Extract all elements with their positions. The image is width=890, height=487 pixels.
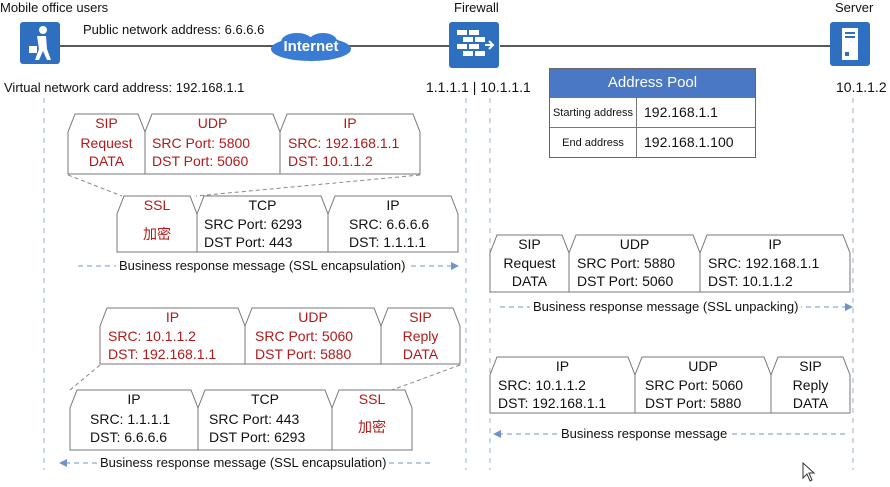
p6-udp-line2: DST Port: 5880 [645,395,742,411]
server-label: Server [835,0,874,15]
p1-sip-line2: DATA [88,153,125,169]
address-pool-title: Address Pool [550,69,755,97]
p3-ip-line1: SRC: 192.168.1.1 [708,255,820,271]
p6-ip-header: IP [555,358,570,374]
p2-ip-line1: SRC: 6.6.6.6 [349,216,430,232]
p3-sip-line2: DATA [511,273,548,289]
p5-tcp-line1: SRC Port: 443 [209,411,300,427]
p1-udp-header: UDP [197,115,228,131]
p5-ssl-body: 加密 [358,419,386,435]
internet-label: Internet [283,38,339,55]
p2-tcp-line1: SRC Port: 6293 [204,216,303,232]
server-address-label: 10.1.1.2 [836,79,887,95]
zoom-line [69,364,101,391]
p6-ip-line2: DST: 192.168.1.1 [498,395,607,411]
p3-udp-line2: DST Port: 5060 [577,273,674,289]
mobile-user-icon [20,22,60,64]
start-value: 192.168.1.1 [644,104,718,120]
p2-ssl-body: 加密 [143,226,171,242]
p5-ssl-header: SSL [358,391,386,407]
p5-ip-line2: DST: 6.6.6.6 [90,429,168,445]
p1-sip-line1: Request [80,135,133,151]
mobile-users-label: Mobile office users [0,0,109,15]
p3-sip-header: SIP [518,236,541,252]
p3-sip-line1: Request [503,255,556,271]
p4-sip-header: SIP [409,309,432,325]
p5-tcp-header: TCP [251,391,279,407]
mouse-cursor-icon [802,461,816,487]
zoom-line [391,364,461,391]
p4-udp-header: UDP [298,309,328,325]
p3-ip-header: IP [768,236,782,252]
p2-ssl-header: SSL [143,197,171,213]
zoom-line [195,174,421,197]
zoom-line [67,174,123,197]
packet-4-frames [99,307,461,365]
p1-ip-line1: SRC: 192.168.1.1 [288,135,400,151]
internet-cloud-icon [269,31,353,63]
p4-udp-line2: DST Port: 5880 [255,346,352,362]
firewall-label: Firewall [454,0,499,15]
packet-2-frames [116,195,459,253]
p1-udp-line2: DST Port: 5060 [152,153,249,169]
p2-ip-header: IP [386,197,400,213]
p3-udp-header: UDP [619,236,650,252]
packet-5-frames [69,389,413,451]
p6-sip-header: SIP [799,358,822,374]
p6-udp-line1: SRC Port: 5060 [645,377,744,393]
p6-sip-line1: Reply [792,377,829,393]
p5-ip-header: IP [127,391,141,407]
firewall-address-label: 1.1.1.1 | 10.1.1.1 [426,79,531,95]
server-icon [830,22,870,66]
p4-ip-header: IP [165,309,180,325]
p3-udp-line1: SRC Port: 5880 [577,255,676,271]
p6-sip-line2: DATA [792,395,829,411]
address-pool-table: Address Pool Starting address 192.168.1.… [549,68,756,158]
p3-ip-line2: DST: 10.1.1.2 [708,273,793,289]
p1-sip-header: SIP [95,115,118,131]
p5-caption: Business response message (SSL encapsula… [97,455,390,470]
start-key: Starting address [550,98,637,128]
p4-ip-line2: DST: 192.168.1.1 [108,346,217,362]
p2-tcp-header: TCP [248,197,277,213]
p4-ip-line1: SRC: 10.1.1.2 [108,328,196,344]
public-address-label: Public network address: 6.6.6.6 [83,22,265,37]
packet-6-frames [489,356,851,414]
p5-ip-line1: SRC: 1.1.1.1 [90,411,171,427]
p1-ip-header: IP [343,115,357,131]
p4-sip-line2: DATA [402,346,439,362]
p6-caption: Business response message [558,426,731,441]
p5-tcp-line2: DST Port: 6293 [209,429,306,445]
packet-3-frames [489,234,851,293]
p2-ip-line2: DST: 1.1.1.1 [349,234,427,250]
address-pool-row: Starting address 192.168.1.1 [550,97,755,128]
vnic-address-label: Virtual network card address: 192.168.1.… [4,80,245,95]
packet-1-frames [67,113,421,175]
end-value: 192.168.1.100 [644,134,734,150]
p2-tcp-line2: DST Port: 443 [204,234,293,250]
firewall-icon [449,22,499,68]
address-pool-row: End address 192.168.1.100 [550,127,755,158]
p4-sip-line1: Reply [402,328,439,344]
p1-ip-line2: DST: 10.1.1.2 [288,153,373,169]
p6-ip-line1: SRC: 10.1.1.2 [498,377,586,393]
p2-caption: Business response message (SSL encapsula… [116,258,409,273]
p4-udp-line1: SRC Port: 5060 [255,328,354,344]
p1-udp-line1: SRC Port: 5800 [152,135,251,151]
p6-udp-header: UDP [688,358,718,374]
p3-caption: Business response message (SSL unpacking… [530,299,802,314]
end-key: End address [550,128,637,158]
